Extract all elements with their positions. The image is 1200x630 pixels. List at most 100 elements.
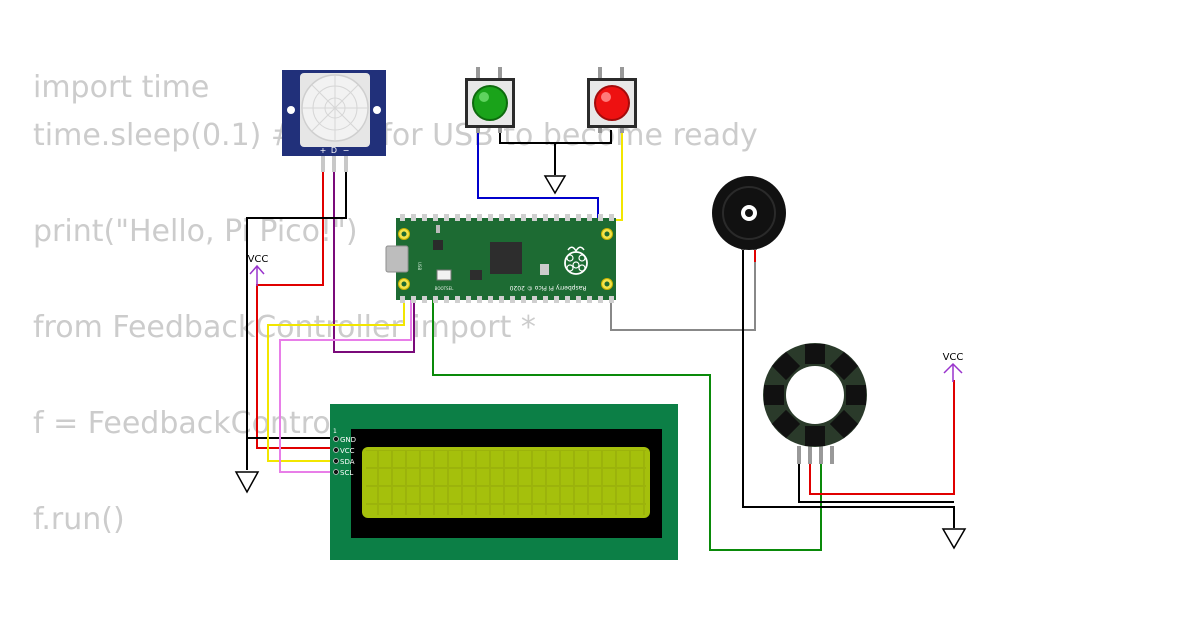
- bootsel-button[interactable]: [436, 269, 452, 281]
- pico-pin[interactable]: [510, 296, 515, 303]
- usb-connector[interactable]: [385, 245, 409, 273]
- code-line-10: f.run(): [33, 502, 125, 537]
- pico-pin[interactable]: [609, 214, 614, 221]
- pico-pin[interactable]: [433, 214, 438, 221]
- pir-pin: [344, 156, 348, 172]
- pico-pin[interactable]: [422, 214, 427, 221]
- button-cap-red[interactable]: [594, 85, 630, 121]
- wires: [246, 130, 955, 551]
- wire-neopixel-gnd-black[interactable]: [798, 455, 954, 503]
- pir-pin: [332, 156, 336, 172]
- button-leg: [620, 67, 624, 81]
- ring-led: [805, 344, 825, 364]
- pico-pin[interactable]: [400, 214, 405, 221]
- pico-pin[interactable]: [433, 296, 438, 303]
- button-leg: [598, 125, 602, 133]
- wire-button-green-blue[interactable]: [477, 130, 599, 218]
- pico-pin[interactable]: [521, 296, 526, 303]
- rp2040-chip: [490, 242, 522, 274]
- pico-pin[interactable]: [576, 296, 581, 303]
- pico-pin[interactable]: [543, 296, 548, 303]
- pico-pin[interactable]: [532, 296, 537, 303]
- pico-pin[interactable]: [587, 296, 592, 303]
- wire-buzzer-gray[interactable]: [610, 250, 756, 331]
- pico-pin[interactable]: [565, 214, 570, 221]
- lcd-pin-header: [333, 436, 339, 475]
- pir-pin-label-vcc: +: [320, 146, 327, 155]
- pico-mount-hole-center: [401, 231, 407, 237]
- pico-pin[interactable]: [477, 214, 482, 221]
- pico-pin[interactable]: [466, 214, 471, 221]
- pico-mount-hole-center: [401, 281, 407, 287]
- button-leg: [498, 125, 502, 133]
- pico-pin[interactable]: [422, 296, 427, 303]
- pico-pin[interactable]: [609, 296, 614, 303]
- ring-pin: [830, 446, 834, 464]
- wire-pir-vcc-red[interactable]: [256, 160, 340, 449]
- buzzer-ring: [722, 186, 776, 240]
- ring-led: [771, 351, 801, 381]
- pico-pin[interactable]: [554, 214, 559, 221]
- wire-buttons-gnd-black[interactable]: [499, 130, 612, 144]
- pico-pin[interactable]: [554, 296, 559, 303]
- ring-pin: [797, 446, 801, 464]
- wire-buzzer-gnd-black[interactable]: [742, 250, 955, 528]
- bootsel-label: BOOTSEL: [435, 286, 454, 291]
- pico-pin[interactable]: [510, 214, 515, 221]
- wire-lcd-scl-pink[interactable]: [279, 300, 412, 473]
- button-cap-green[interactable]: [472, 85, 508, 121]
- ring-led: [805, 426, 825, 446]
- green-pushbutton[interactable]: [465, 67, 515, 133]
- pico-pin[interactable]: [543, 214, 548, 221]
- red-pushbutton[interactable]: [587, 67, 637, 133]
- pico-pin[interactable]: [565, 296, 570, 303]
- pico-pin[interactable]: [455, 296, 460, 303]
- button-cap-highlight: [479, 92, 489, 102]
- pico-mount-hole-center: [604, 281, 610, 287]
- pico-pin[interactable]: [598, 296, 603, 303]
- usb-label: USB: [417, 262, 422, 270]
- pico-mount-hole-center: [604, 231, 610, 237]
- pico-pin[interactable]: [587, 214, 592, 221]
- pico-pin[interactable]: [400, 296, 405, 303]
- lcd-display[interactable]: 1 GND VCC SDA SCL: [330, 404, 678, 560]
- pico-pin[interactable]: [499, 296, 504, 303]
- pico-crystal: [540, 264, 549, 275]
- wire-neopixel-data-green[interactable]: [432, 300, 822, 551]
- pico-pin[interactable]: [499, 214, 504, 221]
- ring-led: [829, 409, 859, 439]
- pico-pin[interactable]: [598, 214, 603, 221]
- pico-pin[interactable]: [466, 296, 471, 303]
- pico-pin[interactable]: [532, 214, 537, 221]
- wire-pir-gnd-black[interactable]: [246, 160, 347, 470]
- pir-mount-hole-left: [287, 106, 295, 114]
- pico-pin[interactable]: [488, 214, 493, 221]
- pico-pin[interactable]: [576, 214, 581, 221]
- pico-pin[interactable]: [477, 296, 482, 303]
- wire-lcd-sda-yellow[interactable]: [267, 300, 405, 462]
- button-leg: [598, 67, 602, 81]
- pico-pin[interactable]: [455, 214, 460, 221]
- pico-small-chip: [433, 240, 443, 250]
- wire-pir-data-purple[interactable]: [333, 160, 415, 353]
- pico-pin[interactable]: [444, 214, 449, 221]
- pico-pin[interactable]: [411, 296, 416, 303]
- pir-sensor[interactable]: + D −: [282, 70, 386, 172]
- ring-led: [846, 385, 866, 405]
- pir-pin: [321, 156, 325, 172]
- neopixel-ring[interactable]: [763, 343, 867, 464]
- pico-pin[interactable]: [444, 296, 449, 303]
- pico-pin[interactable]: [521, 214, 526, 221]
- raspberry-pi-pico[interactable]: USB BOOTSEL Raspberry Pi Pico © 2020: [385, 214, 616, 303]
- ring-led: [829, 351, 859, 381]
- ring-pin: [819, 446, 823, 464]
- wire-neopixel-vcc-red[interactable]: [809, 380, 955, 495]
- pico-led: [436, 225, 440, 233]
- buzzer[interactable]: [712, 176, 786, 262]
- button-leg: [498, 67, 502, 81]
- pico-pin[interactable]: [488, 296, 493, 303]
- ring-led: [771, 409, 801, 439]
- lcd-pin-label-vcc: VCC: [340, 447, 355, 455]
- pico-pin[interactable]: [411, 214, 416, 221]
- pir-pin-label-gnd: −: [343, 146, 350, 155]
